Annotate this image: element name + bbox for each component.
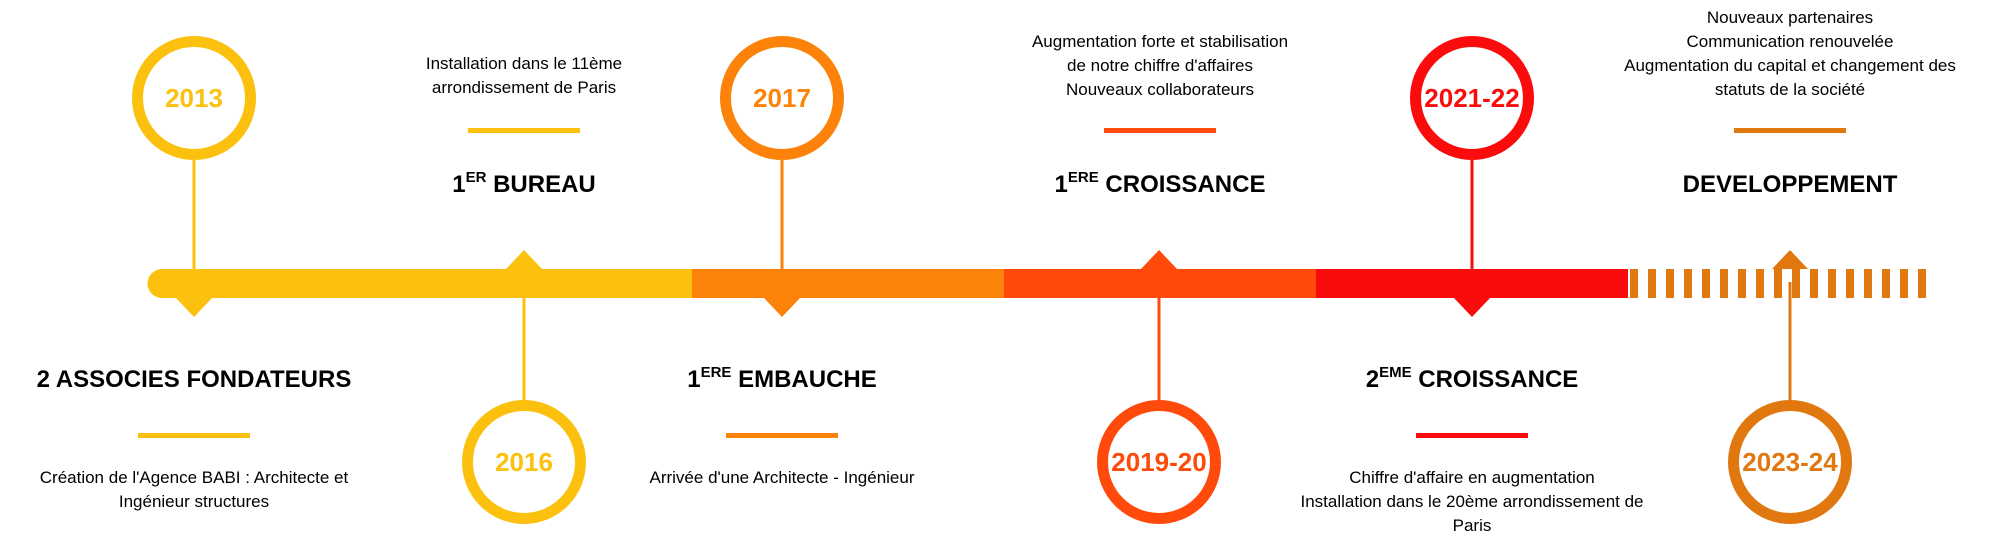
milestone-desc-2016: Installation dans le 11ème arrondissemen…: [425, 54, 623, 97]
milestone-title-2016: 1ER BUREAU: [452, 169, 596, 198]
bar-segment-orange-red: [1004, 269, 1316, 298]
year-circle-2019-20: 2019-20: [1097, 400, 1221, 524]
milestone-desc-2017: Arrivée d'une Architecte - Ingénieur: [649, 468, 915, 487]
bar-segment-dashed: [1630, 269, 1926, 298]
marker-2013: [176, 298, 212, 317]
separator-2021-22: [1416, 433, 1528, 438]
milestone-title-2019-20: 1ERE CROISSANCE: [1054, 169, 1266, 198]
year-label: 2013: [165, 82, 223, 113]
year-label: 2021-22: [1424, 82, 1520, 113]
marker-2019: [1141, 250, 1177, 269]
milestone-title-2013: 2 ASSOCIES FONDATEURS: [36, 366, 352, 393]
milestone-desc-2019-20: Augmentation forte et stabilisation de n…: [1031, 32, 1289, 99]
marker-2017: [764, 298, 800, 317]
milestone-title-2023-24: DEVELOPPEMENT: [1682, 171, 1898, 198]
milestone-desc-2021-22: Chiffre d'affaire en augmentation Instal…: [1300, 468, 1644, 535]
year-label: 2017: [753, 82, 811, 113]
separator-2019-20: [1104, 128, 1216, 133]
milestone-desc-2023-24: Nouveaux partenaires Communication renou…: [1624, 8, 1956, 99]
year-circle-2016: 2016: [462, 400, 586, 524]
bar-segment-red: [1316, 269, 1628, 298]
milestone-title-2017: 1ERE EMBAUCHE: [687, 364, 877, 393]
year-circle-2013: 2013: [132, 36, 256, 160]
year-circle-2023-24: 2023-24: [1728, 400, 1852, 524]
marker-2016: [506, 250, 542, 269]
separator-2013: [138, 433, 250, 438]
year-label: 2023-24: [1742, 446, 1838, 477]
separator-2016: [468, 128, 580, 133]
milestone-title-2021-22: 2EME CROISSANCE: [1365, 364, 1579, 393]
bar-segment-orange: [692, 269, 1004, 298]
separator-2017: [726, 433, 838, 438]
year-label: 2016: [495, 446, 553, 477]
marker-2023: [1772, 250, 1808, 269]
bar-segment-yellow: [147, 269, 692, 298]
year-circle-2021-22: 2021-22: [1410, 36, 1534, 160]
separator-2023-24: [1734, 128, 1846, 133]
year-circle-2017: 2017: [720, 36, 844, 160]
year-label: 2019-20: [1111, 446, 1207, 477]
milestone-desc-2013: Création de l'Agence BABI : Architecte e…: [39, 468, 349, 511]
marker-2021: [1454, 298, 1490, 317]
